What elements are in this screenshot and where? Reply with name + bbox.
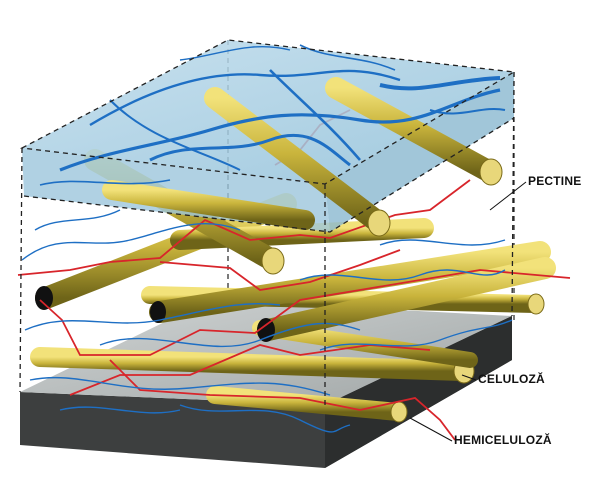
cellulose-fiber xyxy=(204,87,391,237)
box-front-edges xyxy=(19,39,517,405)
cellulose-fiber xyxy=(149,241,551,323)
leader-lines xyxy=(409,181,527,442)
pectin-strands-lower xyxy=(21,209,513,433)
label-celuloza: CELULOZĂ xyxy=(478,372,545,386)
pectin-strands-upper xyxy=(39,44,506,186)
label-pectine: PECTINE xyxy=(528,174,582,188)
cellulose-fiber xyxy=(325,77,503,186)
cellulose-fiber xyxy=(102,180,315,230)
cellulose-fibers-upper xyxy=(102,77,503,237)
label-hemiceluloza: HEMICELULOZĂ xyxy=(454,433,552,447)
